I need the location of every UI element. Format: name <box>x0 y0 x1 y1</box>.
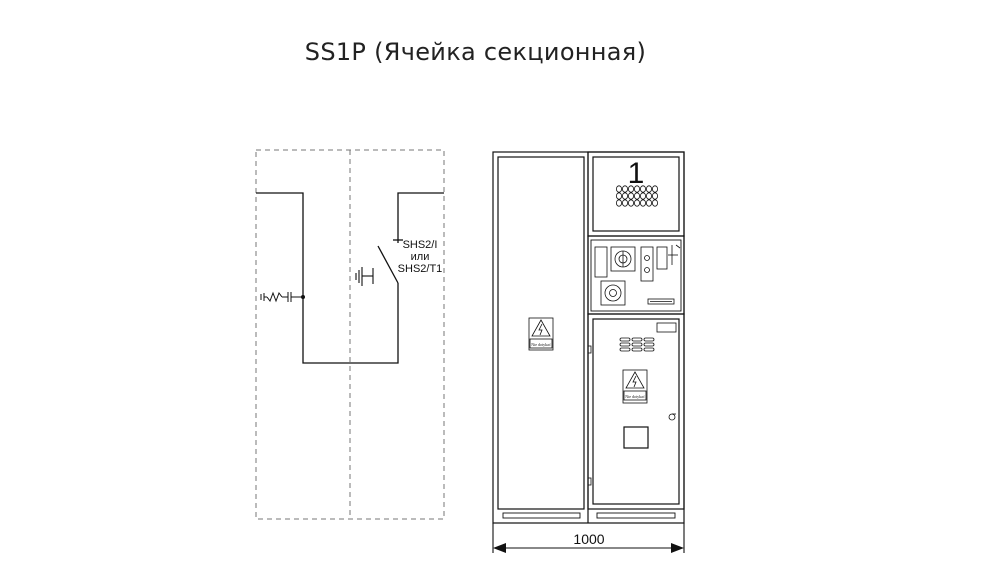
nameplate-icon <box>647 298 675 305</box>
dimension-arrow-icon <box>492 523 685 553</box>
device-label-line-2: или <box>411 251 430 263</box>
left-warning-text: Nie dotykać <box>531 342 551 347</box>
device-label-line-3: SHS2/T1 <box>398 263 443 275</box>
hinge-icons <box>587 345 592 486</box>
key-interlock-icon[interactable] <box>640 246 654 282</box>
switch-operating-knob-icon[interactable] <box>610 246 636 272</box>
inspection-window <box>623 426 649 449</box>
switch-lower-conductor <box>350 283 399 364</box>
door-handle-icon[interactable] <box>668 413 676 421</box>
left-plinth-slot <box>502 512 581 519</box>
lower-right-door[interactable] <box>592 318 680 505</box>
mechanism-inner <box>590 239 682 312</box>
door-label-holder <box>656 322 677 333</box>
capacitive-divider-icon <box>260 291 303 303</box>
right-busbar <box>397 192 444 243</box>
left-high-voltage-warning-icon <box>528 317 554 351</box>
earthing-knob-icon[interactable] <box>600 280 626 306</box>
mimic-diagram-icon <box>656 244 681 270</box>
width-dimension-label: 1000 <box>573 531 604 547</box>
panel-number: 1 <box>628 157 645 190</box>
left-door <box>497 156 585 510</box>
right-plinth-slot <box>596 512 676 519</box>
ground-icon <box>355 267 374 286</box>
ventilation-slots <box>619 337 655 352</box>
lower-right-panel <box>587 313 685 510</box>
relay-compartment <box>592 156 680 232</box>
right-warning-text: Nie dotykać <box>625 394 645 399</box>
page-title: SS1P (Ячейка секционная) <box>304 38 647 66</box>
device-label-line-1: SHS2/I <box>403 239 438 251</box>
mechanism-panel <box>587 235 685 315</box>
right-high-voltage-warning-icon <box>622 369 648 404</box>
schematic <box>255 149 445 520</box>
terminal-blocks <box>616 185 659 207</box>
switch-blade <box>377 245 399 284</box>
cabinet: Nie dotykać <box>492 151 685 524</box>
left-busbar <box>256 192 350 364</box>
indicator-window <box>594 246 608 278</box>
